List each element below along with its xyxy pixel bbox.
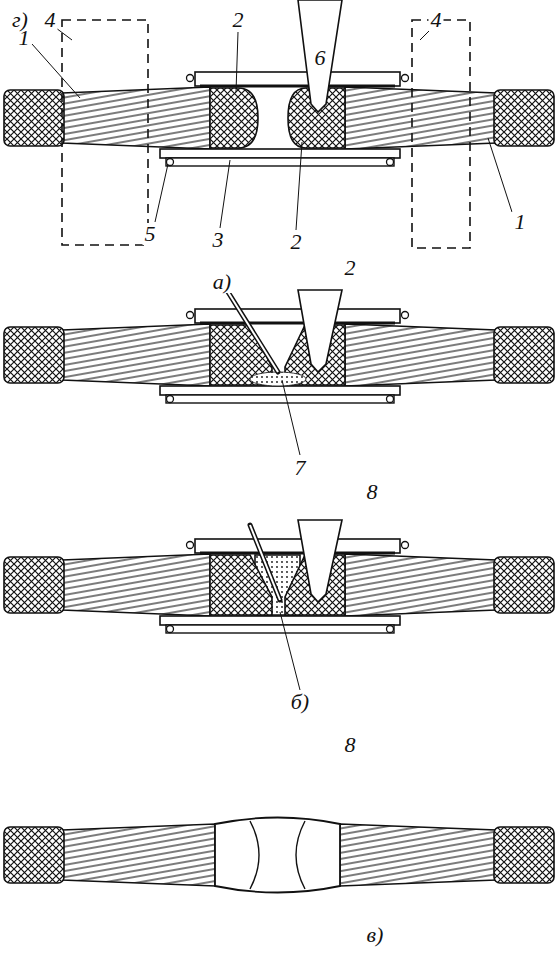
clamp-outline bbox=[412, 20, 470, 248]
cable-insulation bbox=[494, 557, 554, 613]
mould-plate bbox=[160, 386, 400, 395]
mould-base bbox=[166, 625, 394, 633]
figure bbox=[4, 309, 554, 403]
cable-conductor bbox=[340, 824, 496, 886]
leader-line bbox=[220, 160, 230, 228]
cable-conductor bbox=[345, 324, 496, 386]
bolt bbox=[387, 396, 394, 403]
leader-line bbox=[32, 44, 80, 98]
carbon-electrode bbox=[298, 520, 342, 602]
callout-number: 5 bbox=[143, 223, 158, 245]
bolt bbox=[387, 626, 394, 633]
figure bbox=[4, 818, 554, 893]
leader-line bbox=[155, 164, 168, 222]
cable-conductor bbox=[345, 87, 496, 149]
callout-number: 2 bbox=[231, 9, 246, 31]
cable-insulation bbox=[494, 327, 554, 383]
mould-top bbox=[195, 72, 400, 86]
mould-plate bbox=[160, 616, 400, 625]
figure bbox=[4, 72, 554, 166]
callout-number: 1 bbox=[513, 211, 528, 233]
cable-conductor bbox=[345, 554, 496, 616]
cable-insulation bbox=[494, 827, 554, 883]
leader-line bbox=[280, 612, 300, 690]
carbon-electrode bbox=[298, 0, 342, 112]
bolt bbox=[167, 396, 174, 403]
bolt bbox=[187, 75, 194, 82]
leader-line bbox=[488, 138, 512, 212]
leader-line bbox=[296, 142, 302, 230]
filler-rod bbox=[228, 292, 278, 372]
welded-joint bbox=[215, 818, 340, 893]
bolt bbox=[387, 159, 394, 166]
bolt bbox=[187, 312, 194, 319]
mould-base bbox=[166, 395, 394, 403]
figure-label: 2 bbox=[343, 257, 358, 279]
cable-insulation bbox=[4, 557, 64, 613]
bolt bbox=[167, 626, 174, 633]
bolt bbox=[187, 542, 194, 549]
leader-line bbox=[282, 380, 300, 455]
cable-end bbox=[210, 555, 272, 615]
mould-top bbox=[195, 309, 400, 323]
figure-label: 8 bbox=[343, 734, 358, 756]
mould-top bbox=[195, 539, 400, 553]
clamp-outline bbox=[62, 20, 148, 245]
cable-insulation bbox=[4, 90, 64, 146]
cable-insulation bbox=[4, 827, 64, 883]
leader-line bbox=[56, 28, 72, 40]
callout-number: а) bbox=[211, 271, 233, 293]
cable-insulation bbox=[4, 327, 64, 383]
cable-conductor bbox=[62, 87, 210, 149]
callout-number: 4 bbox=[43, 9, 58, 31]
figure bbox=[4, 539, 554, 633]
cable-end bbox=[210, 88, 258, 148]
mould-plate bbox=[160, 149, 400, 158]
bolt bbox=[402, 312, 409, 319]
weld-boundary bbox=[250, 821, 305, 889]
cable-conductor bbox=[62, 824, 215, 886]
callout-number: г) bbox=[10, 9, 30, 31]
callout-number: 4 bbox=[429, 9, 444, 31]
mould-base bbox=[166, 158, 394, 166]
callout-number: 3 bbox=[211, 229, 226, 251]
cable-conductor bbox=[62, 554, 210, 616]
filler-rod bbox=[228, 292, 278, 372]
figure-label: в) bbox=[365, 924, 386, 946]
cable-insulation bbox=[494, 90, 554, 146]
cable-conductor bbox=[62, 324, 210, 386]
figure-label: 8 bbox=[365, 481, 380, 503]
bolt bbox=[402, 542, 409, 549]
callout-number: 7 bbox=[293, 457, 308, 479]
leader-line bbox=[236, 32, 238, 92]
filler-rod bbox=[250, 525, 280, 600]
filler-rod bbox=[250, 525, 280, 600]
bolt bbox=[402, 75, 409, 82]
leader-line bbox=[420, 30, 430, 40]
carbon-electrode bbox=[298, 290, 342, 372]
callout-number: 2 bbox=[289, 231, 304, 253]
callout-number: б) bbox=[289, 691, 311, 713]
callout-number: 6 bbox=[313, 47, 328, 69]
